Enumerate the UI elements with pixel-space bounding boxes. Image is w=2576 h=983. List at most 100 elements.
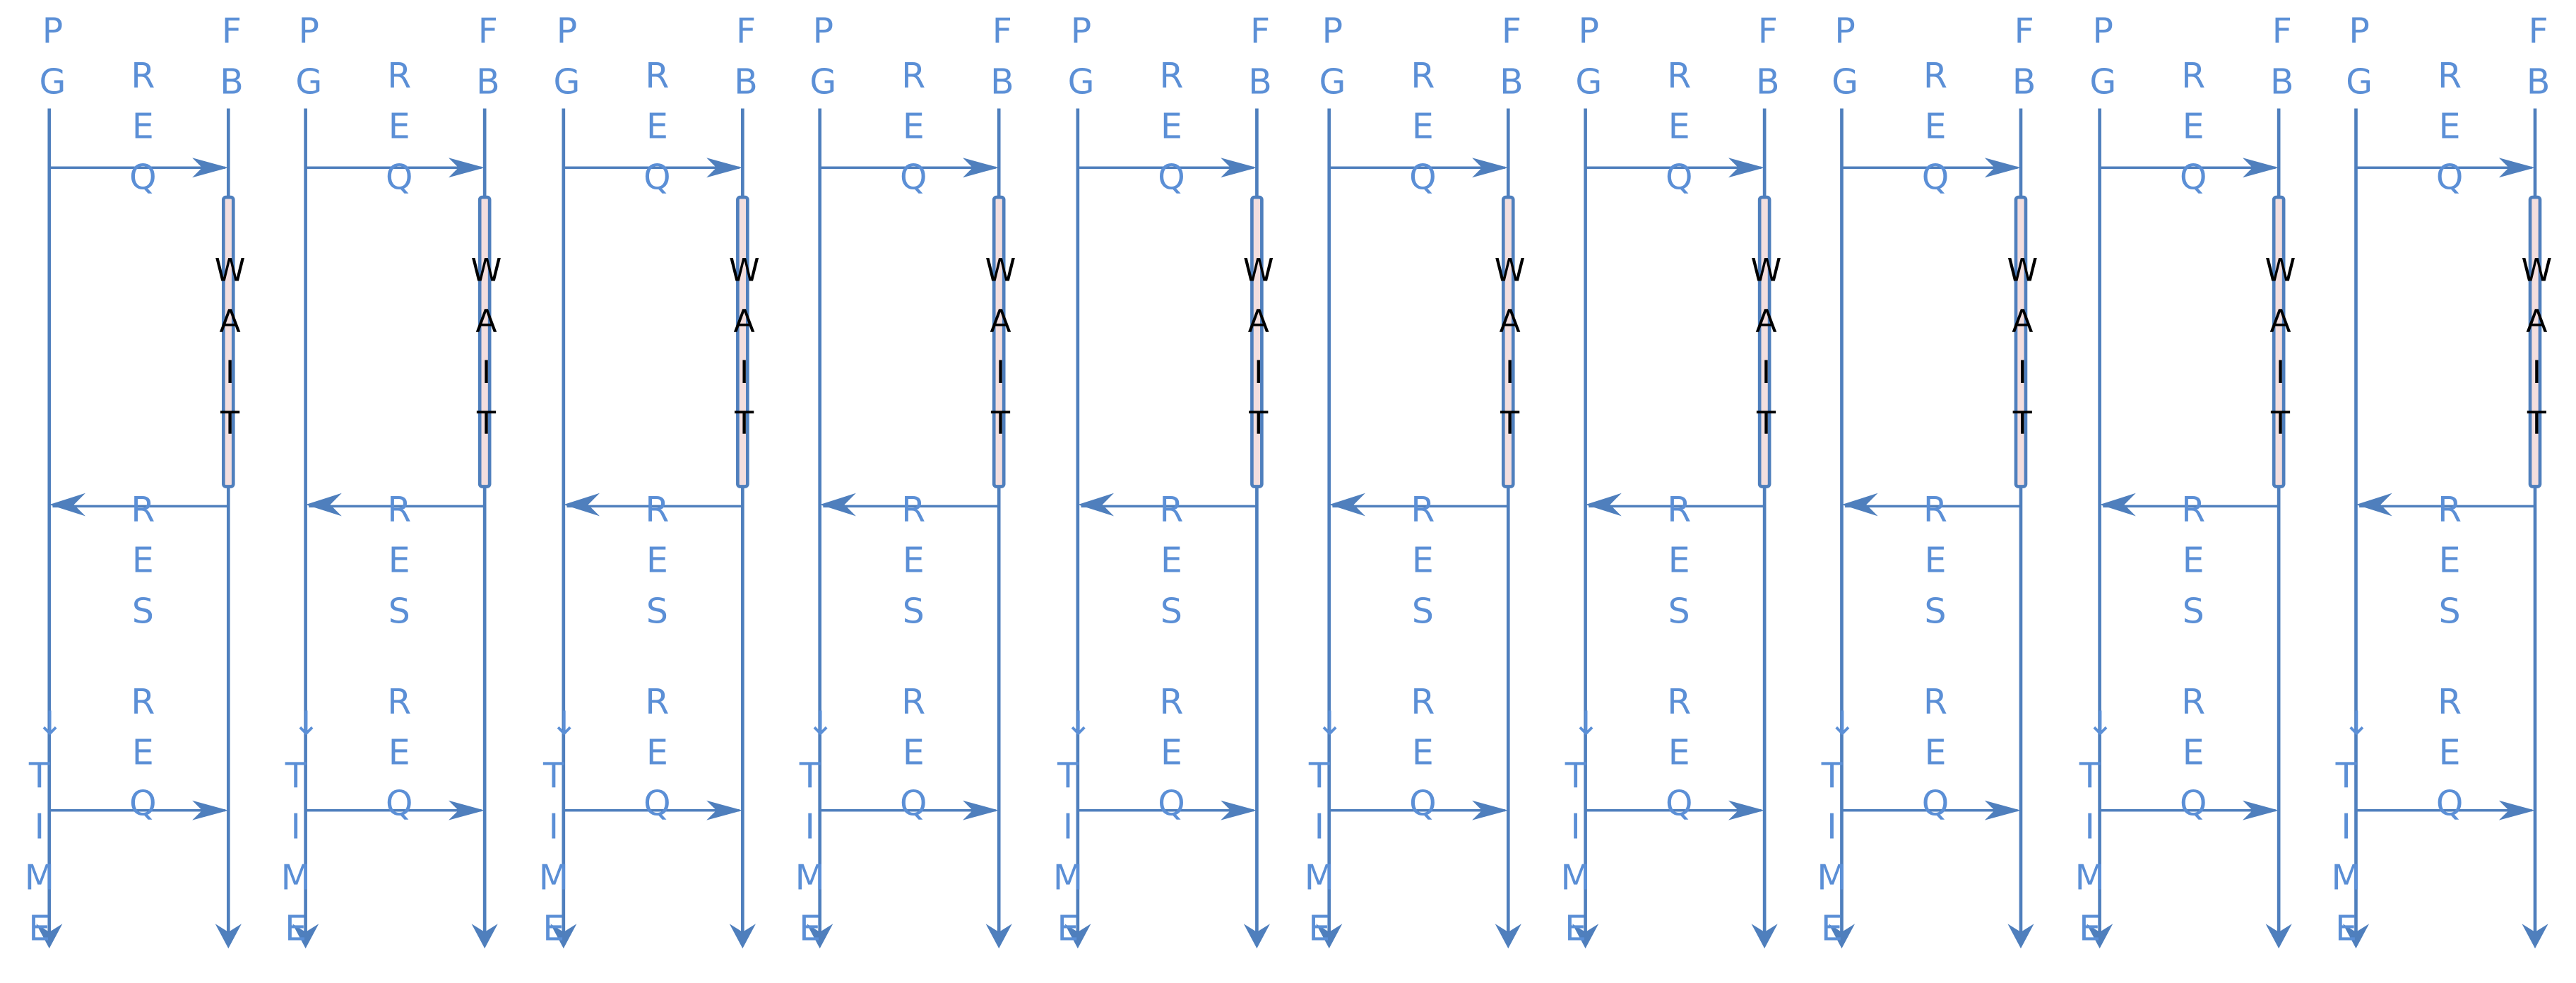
response-arrowhead-icon: [819, 493, 856, 517]
wait-label: WAIT: [1240, 253, 1277, 457]
time-arrow-icon: ↓: [1572, 703, 1600, 743]
lifeline-end-arrow-icon: [2522, 924, 2548, 949]
activation-bar: [477, 195, 492, 488]
request-label: REQ: [637, 56, 677, 209]
request-again-arrowhead-icon: [192, 800, 229, 820]
request-label: REQ: [1151, 56, 1192, 209]
activation-bar: [1757, 195, 1771, 488]
time-arrow-icon: ↓: [1316, 703, 1344, 743]
time-arrow-icon: ↓: [1064, 703, 1093, 743]
server-label: FB: [1240, 11, 1280, 114]
request-arrowhead-icon: [192, 158, 229, 178]
request-again-arrowhead-icon: [1728, 800, 1765, 820]
client-label: PG: [1569, 11, 1609, 114]
response-arrowhead-icon: [49, 493, 85, 517]
request-arrowhead-icon: [706, 158, 743, 178]
request-again-label: REQ: [123, 682, 163, 835]
server-label: FB: [212, 11, 251, 114]
response-label: RES: [1659, 490, 1699, 643]
wait-label: WAIT: [1747, 253, 1785, 457]
time-arrow-icon: ↓: [36, 703, 64, 743]
server-label: FB: [726, 11, 766, 114]
request-again-label: REQ: [1916, 682, 1955, 835]
request-again-arrowhead-icon: [2498, 800, 2536, 820]
request-label: REQ: [1916, 56, 1955, 209]
time-arrow-icon: ↓: [292, 703, 321, 743]
client-label: PG: [289, 11, 329, 114]
request-arrowhead-icon: [1984, 158, 2021, 178]
server-label: FB: [2262, 11, 2302, 114]
server-label: FB: [2004, 11, 2044, 114]
activation-bar: [2014, 195, 2028, 488]
request-again-label: REQ: [894, 682, 934, 835]
time-label: TIME: [1299, 755, 1339, 960]
request-again-label: REQ: [1403, 682, 1443, 835]
lifeline-end-arrow-icon: [215, 924, 242, 949]
request-again-arrowhead-icon: [1221, 800, 1257, 820]
request-arrowhead-icon: [2498, 158, 2536, 178]
server-label: FB: [1492, 11, 1531, 114]
server-label: FB: [982, 11, 1022, 114]
lifeline-end-arrow-icon: [1495, 924, 1521, 949]
client-label: PG: [1312, 11, 1353, 114]
client-label: PG: [547, 11, 587, 114]
client-label: PG: [1825, 11, 1865, 114]
lifeline-end-arrow-icon: [36, 924, 63, 949]
lifeline-end-arrow-icon: [1828, 924, 1856, 949]
response-arrowhead-icon: [2099, 493, 2136, 517]
lifeline-end-arrow-icon: [2087, 924, 2113, 949]
time-label: TIME: [2070, 755, 2110, 960]
wait-label: WAIT: [1492, 253, 1529, 457]
request-arrowhead-icon: [1221, 158, 1257, 178]
activation-bar: [1250, 195, 1264, 488]
response-label: RES: [123, 490, 163, 643]
request-again-arrowhead-icon: [1472, 800, 1509, 820]
response-label: RES: [1403, 490, 1443, 643]
time-label: TIME: [275, 755, 316, 960]
request-again-label: REQ: [1151, 682, 1192, 835]
wait-label: WAIT: [468, 253, 505, 457]
lifeline-end-arrow-icon: [2265, 924, 2292, 949]
request-again-arrowhead-icon: [706, 800, 743, 820]
request-again-arrowhead-icon: [2242, 800, 2279, 820]
request-again-label: REQ: [637, 682, 677, 835]
time-arrow-icon: ↓: [550, 703, 578, 743]
client-label: PG: [2083, 11, 2123, 114]
request-arrowhead-icon: [1472, 158, 1509, 178]
server-label: FB: [468, 11, 508, 114]
lifeline-end-arrow-icon: [2007, 924, 2034, 949]
time-arrow-icon: ↓: [2342, 703, 2370, 743]
time-label: TIME: [2326, 755, 2366, 960]
activation-bar: [736, 195, 749, 488]
request-again-arrowhead-icon: [1984, 800, 2021, 820]
time-arrow-icon: ↓: [2087, 703, 2115, 743]
response-arrowhead-icon: [563, 493, 600, 517]
lifeline-end-arrow-icon: [471, 924, 498, 949]
client-label: PG: [1061, 11, 1101, 114]
request-label: REQ: [379, 56, 420, 209]
client-label: PG: [32, 11, 73, 114]
wait-label: WAIT: [2518, 253, 2555, 457]
client-label: PG: [803, 11, 843, 114]
request-again-label: REQ: [2430, 682, 2469, 835]
response-arrowhead-icon: [1585, 493, 1622, 517]
server-label: FB: [1747, 11, 1788, 114]
lifeline-end-arrow-icon: [729, 924, 756, 949]
response-label: RES: [1151, 490, 1192, 643]
request-label: REQ: [2173, 56, 2214, 209]
lifeline-end-arrow-icon: [550, 924, 577, 949]
lifeline-end-arrow-icon: [1243, 924, 1270, 949]
request-arrowhead-icon: [1728, 158, 1765, 178]
response-label: RES: [637, 490, 677, 643]
response-label: RES: [1916, 490, 1955, 643]
time-label: TIME: [533, 755, 574, 960]
lifeline-end-arrow-icon: [807, 924, 833, 949]
wait-label: WAIT: [982, 253, 1019, 457]
request-label: REQ: [1403, 56, 1443, 209]
request-arrowhead-icon: [448, 158, 485, 178]
time-arrow-icon: ↓: [807, 703, 835, 743]
time-label: TIME: [19, 755, 59, 960]
request-label: REQ: [2430, 56, 2469, 209]
